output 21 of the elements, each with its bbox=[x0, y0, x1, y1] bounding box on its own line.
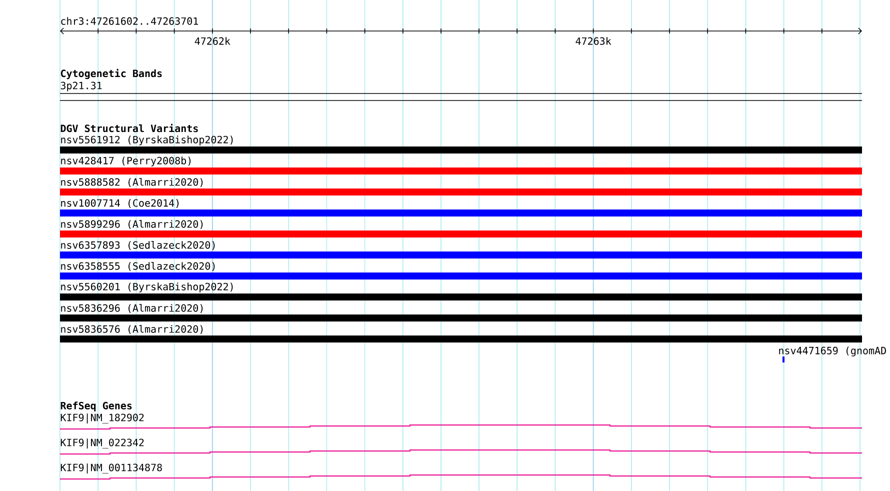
track-heading: DGV Structural Variants bbox=[60, 124, 198, 132]
variant-label: nsv5836296 (Almarri2020) bbox=[61, 304, 203, 313]
variant-label: nsv5899296 (Almarri2020) bbox=[61, 220, 203, 229]
variant-label: nsv5888582 (Almarri2020) bbox=[61, 178, 203, 187]
gene-label: KIF9|NM_001134878 bbox=[60, 464, 162, 474]
gene-label: KIF9|NM_182902 bbox=[60, 414, 144, 424]
variant-label: nsv1007714 (Coe2014) bbox=[61, 199, 179, 208]
gene-label: KIF9|NM_022342 bbox=[60, 438, 144, 448]
variant-label: nsv5836576 (Almarri2020) bbox=[61, 325, 203, 334]
track-heading: RefSeq Genes bbox=[60, 402, 132, 412]
variant-label: nsv6357893 (Sedlazeck2020) bbox=[61, 241, 215, 250]
variant-label: nsv6358555 (Sedlazeck2020) bbox=[61, 262, 215, 271]
variant-label: nsv428417 (Perry2008b) bbox=[61, 156, 191, 166]
tick-label: 47262k bbox=[194, 37, 230, 45]
track-heading: Cytogenetic Bands bbox=[60, 68, 162, 80]
variant-label: nsv4471659 (gnomAD bbox=[779, 346, 886, 356]
variant-label: nsv5560201 (ByrskaBishop2022) bbox=[61, 282, 233, 292]
tick-label: 47263k bbox=[576, 37, 612, 45]
variant-label: nsv5561912 (ByrskaBishop2022) bbox=[61, 136, 233, 146]
locus-label: chr3:47261602..47263701 bbox=[61, 17, 198, 25]
band-label: 3p21.31 bbox=[60, 82, 102, 92]
